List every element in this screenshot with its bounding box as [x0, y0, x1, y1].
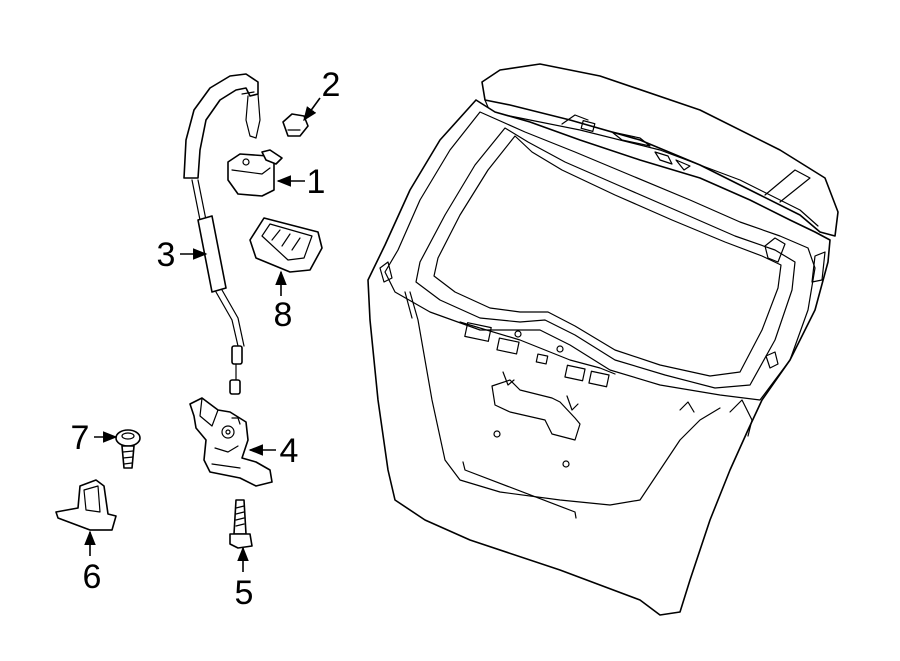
callout-5: 5: [235, 574, 254, 612]
callout-leaders: [84, 97, 321, 572]
leader-2: [303, 97, 321, 122]
part-3-cable: [183, 73, 261, 395]
part-7-screw: [115, 429, 141, 469]
part-4-latch: [189, 397, 273, 487]
part-6-bracket: [55, 479, 117, 531]
callout-1: 1: [307, 163, 326, 201]
liftgate-panel: [367, 63, 839, 616]
callout-labels: 1 2 3 4 5 6 7 8: [71, 66, 341, 612]
part-1-housing: [227, 149, 283, 197]
callout-3: 3: [157, 236, 176, 274]
callout-7: 7: [71, 419, 90, 457]
callout-2: 2: [322, 66, 341, 104]
callout-4: 4: [280, 432, 299, 470]
callout-6: 6: [83, 558, 102, 596]
part-8-handle: [249, 217, 323, 273]
part-5-bolt: [229, 499, 253, 549]
part-2-clip: [282, 113, 309, 137]
callout-8: 8: [274, 296, 293, 334]
